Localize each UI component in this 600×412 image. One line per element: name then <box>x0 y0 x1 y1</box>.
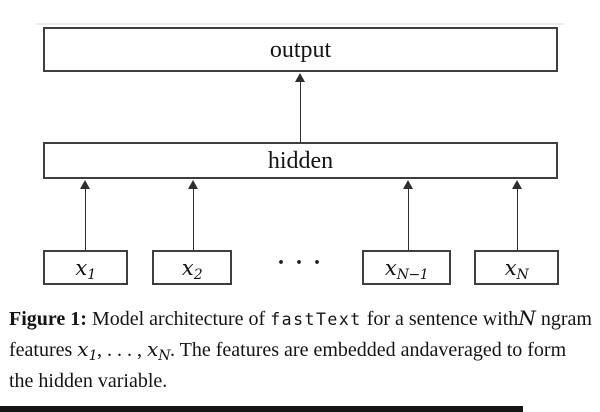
math-x1: x1 <box>77 336 98 364</box>
math-base: x <box>147 336 159 361</box>
input-label-x1: x1 <box>75 255 96 283</box>
math-subscript: 1 <box>87 266 96 283</box>
math-subscript: 1 <box>88 347 98 364</box>
arrowhead <box>512 180 522 189</box>
caption-line-1: Figure 1: Model architecture of fastText… <box>9 308 518 330</box>
arrow-shaft <box>299 79 302 142</box>
arrow-x2-to-hidden <box>188 180 199 250</box>
math-base: x <box>77 336 89 361</box>
output-label: output <box>269 36 332 63</box>
math-xn: xN <box>147 336 171 364</box>
math-base: x <box>384 255 397 280</box>
input-label-x2: x2 <box>181 255 203 283</box>
math-subscript: N−1 <box>396 266 429 283</box>
figure-caption: Figure 1: Model architecture of fastText… <box>9 304 595 397</box>
arrowhead <box>403 180 413 189</box>
figure-number-label: Figure 1: <box>9 308 87 330</box>
arrow-hidden-to-output <box>295 73 306 142</box>
caption-text: . The features are embedded and <box>170 338 430 361</box>
arrow-x1-to-hidden <box>80 180 91 250</box>
scan-artifact-line <box>36 23 564 25</box>
arrow-xn1-to-hidden <box>403 180 414 250</box>
arrow-shaft <box>516 186 519 250</box>
arrowhead <box>80 180 90 189</box>
math-subscript: N <box>516 266 529 283</box>
fasttext-code-word: fastText <box>270 310 362 329</box>
input-box-x2: x2 <box>152 250 232 285</box>
input-box-xn-1: xN−1 <box>362 250 451 285</box>
arrow-shaft <box>192 186 195 250</box>
hidden-label: hidden <box>267 147 334 174</box>
arrowhead <box>295 73 305 82</box>
caption-text: ngram features <box>9 308 592 361</box>
ellipsis: · · · <box>276 250 323 276</box>
math-base: x <box>75 255 88 280</box>
math-base: x <box>181 255 194 280</box>
math-subscript: 2 <box>193 266 203 283</box>
input-label-xn: xN <box>504 255 529 283</box>
input-box-x1: x1 <box>43 250 128 285</box>
caption-line-2: N ngram features x1, . . . , xN. The fea… <box>9 306 592 364</box>
input-box-xn: xN <box>474 250 559 285</box>
caption-line-3: averaged to form the hidden variable. <box>9 339 566 393</box>
caption-text: Model architecture of <box>86 308 271 330</box>
bottom-crop-bar <box>0 406 523 412</box>
math-base: x <box>504 255 517 280</box>
math-N: N <box>518 306 536 330</box>
input-label-xn-1: xN−1 <box>384 255 429 283</box>
arrow-shaft <box>84 186 87 250</box>
arrow-shaft <box>407 186 410 250</box>
output-box: output <box>43 27 558 72</box>
hidden-box: hidden <box>43 142 558 179</box>
caption-text: for a sentence with <box>361 308 519 330</box>
arrowhead <box>188 180 198 189</box>
caption-text: averaged to form the hidden variable. <box>9 338 567 393</box>
caption-text: , . . . , <box>97 338 147 361</box>
arrow-xn-to-hidden <box>512 180 523 250</box>
math-subscript: N <box>158 347 171 364</box>
